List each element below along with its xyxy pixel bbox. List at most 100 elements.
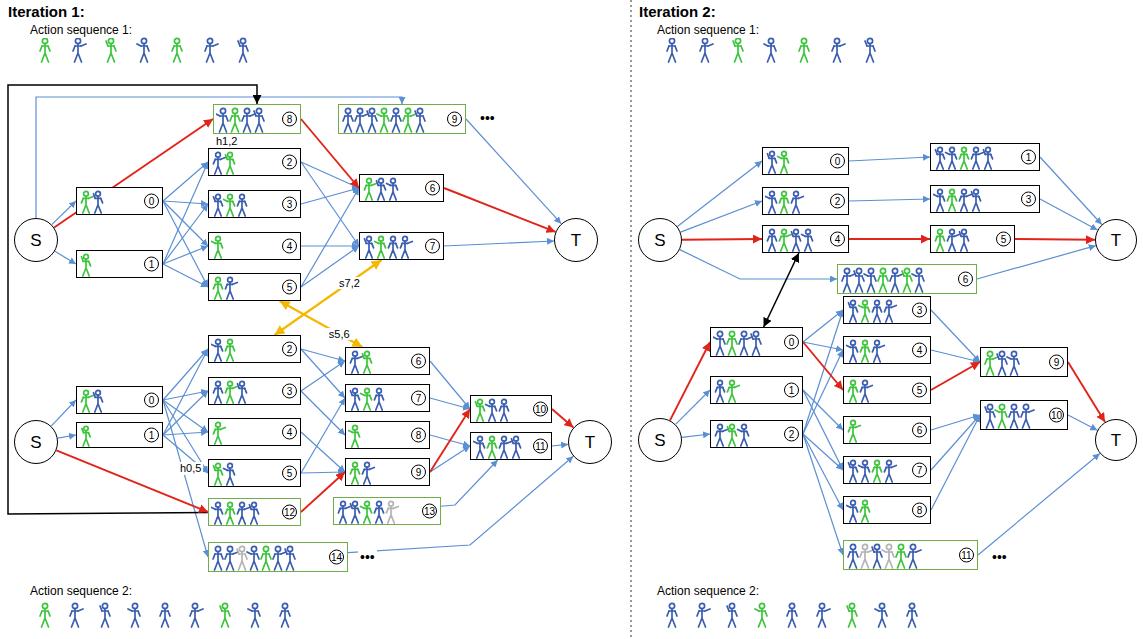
- connector: [552, 444, 568, 446]
- stick-figure: [376, 178, 385, 200]
- stick-figure: [212, 236, 223, 258]
- connector: [301, 188, 359, 287]
- state-box: 5: [208, 273, 301, 301]
- state-box: 7: [843, 456, 931, 484]
- stick-figure: [225, 277, 237, 299]
- callout-number: 7: [912, 463, 927, 478]
- callout-number: 5: [282, 280, 297, 295]
- stick-figure: [727, 331, 737, 355]
- stick-figure: [213, 277, 222, 299]
- stick-figures: [846, 337, 888, 365]
- stick-figure: [908, 544, 921, 568]
- connector: [803, 310, 843, 434]
- connector: [301, 188, 359, 204]
- connector: [301, 349, 345, 398]
- stick-figure: [285, 546, 295, 570]
- terminal-label: T: [1111, 232, 1121, 249]
- callout-number: 2: [282, 155, 297, 170]
- stick-figure: [985, 351, 998, 375]
- stick-figure: [391, 108, 401, 132]
- stick-figures: [473, 433, 527, 461]
- connector: [681, 201, 762, 232]
- stick-figure: [374, 501, 383, 523]
- stick-figure: [713, 331, 725, 355]
- connector: [978, 453, 1100, 555]
- callout-number: 6: [411, 354, 426, 369]
- stick-figures: [216, 105, 270, 135]
- stick-figures: [713, 421, 755, 449]
- stick-figures: [473, 396, 515, 424]
- connector: [803, 310, 843, 342]
- connector: [441, 460, 498, 506]
- stick-figures: [713, 328, 767, 358]
- stick-figure: [225, 502, 234, 524]
- connector: [849, 199, 930, 201]
- stick-figures: [983, 348, 1025, 378]
- connector: [849, 238, 930, 240]
- stick-figure: [667, 38, 677, 62]
- stick-figure: [848, 420, 860, 442]
- state-box: 5: [843, 376, 931, 404]
- stick-figure: [738, 424, 749, 446]
- stick-figure: [847, 500, 858, 522]
- stick-figure: [350, 388, 359, 410]
- stick-figure: [971, 189, 980, 211]
- ellipsis: •••: [990, 549, 1009, 565]
- state-box: 14: [208, 542, 348, 572]
- stick-figure: [959, 147, 968, 169]
- terminal-label: T: [1111, 432, 1121, 449]
- state-box: 11: [470, 432, 552, 460]
- stick-figure: [225, 381, 237, 403]
- stick-figure: [934, 189, 945, 211]
- stick-figures: [713, 377, 743, 405]
- stick-figure: [872, 544, 882, 568]
- state-box: 11: [843, 540, 978, 570]
- stick-figure: [799, 38, 809, 62]
- connector: [55, 251, 76, 264]
- connector: [670, 342, 710, 420]
- stick-figure: [739, 331, 752, 355]
- stick-figure: [81, 254, 90, 276]
- stick-figure: [912, 268, 924, 292]
- stick-figures: [336, 498, 402, 526]
- connector: [163, 204, 208, 264]
- state-box: 2: [762, 187, 849, 215]
- stick-figure: [697, 603, 710, 627]
- stick-figure: [902, 268, 912, 292]
- callout-number: 5: [282, 466, 297, 481]
- connector: [163, 264, 208, 287]
- connector: [1015, 238, 1095, 241]
- connector: [163, 400, 208, 432]
- stick-figure: [766, 191, 777, 213]
- sequence-caption: Action sequence 1:: [655, 24, 761, 38]
- connector: [58, 435, 76, 438]
- connector: [931, 415, 980, 510]
- stick-figures: [348, 385, 390, 413]
- stick-figures: [846, 297, 900, 325]
- stick-figures: [348, 348, 378, 376]
- connector: [56, 450, 208, 512]
- stick-figure: [907, 603, 917, 627]
- callout-number: 8: [912, 503, 927, 518]
- stick-figure: [947, 189, 956, 211]
- connector: [931, 310, 980, 362]
- callout-number: 0: [784, 335, 799, 350]
- state-box: 12: [208, 498, 301, 526]
- stick-figure: [997, 351, 1007, 375]
- state-box: 10: [980, 400, 1068, 430]
- stick-figure: [338, 501, 350, 523]
- connector: [430, 446, 470, 472]
- stick-figure: [847, 603, 857, 627]
- stick-figure: [884, 300, 896, 322]
- stick-figure: [40, 38, 50, 62]
- callout-number: 9: [447, 112, 462, 127]
- stick-figure: [1021, 404, 1034, 428]
- stick-figure: [374, 388, 383, 410]
- stick-figure: [350, 462, 359, 484]
- stick-figure: [875, 603, 887, 627]
- state-box: 6: [359, 174, 444, 202]
- callout-number: 3: [282, 384, 297, 399]
- callout-number: 5: [912, 383, 927, 398]
- connector: [803, 434, 843, 555]
- state-box: 7: [345, 384, 430, 412]
